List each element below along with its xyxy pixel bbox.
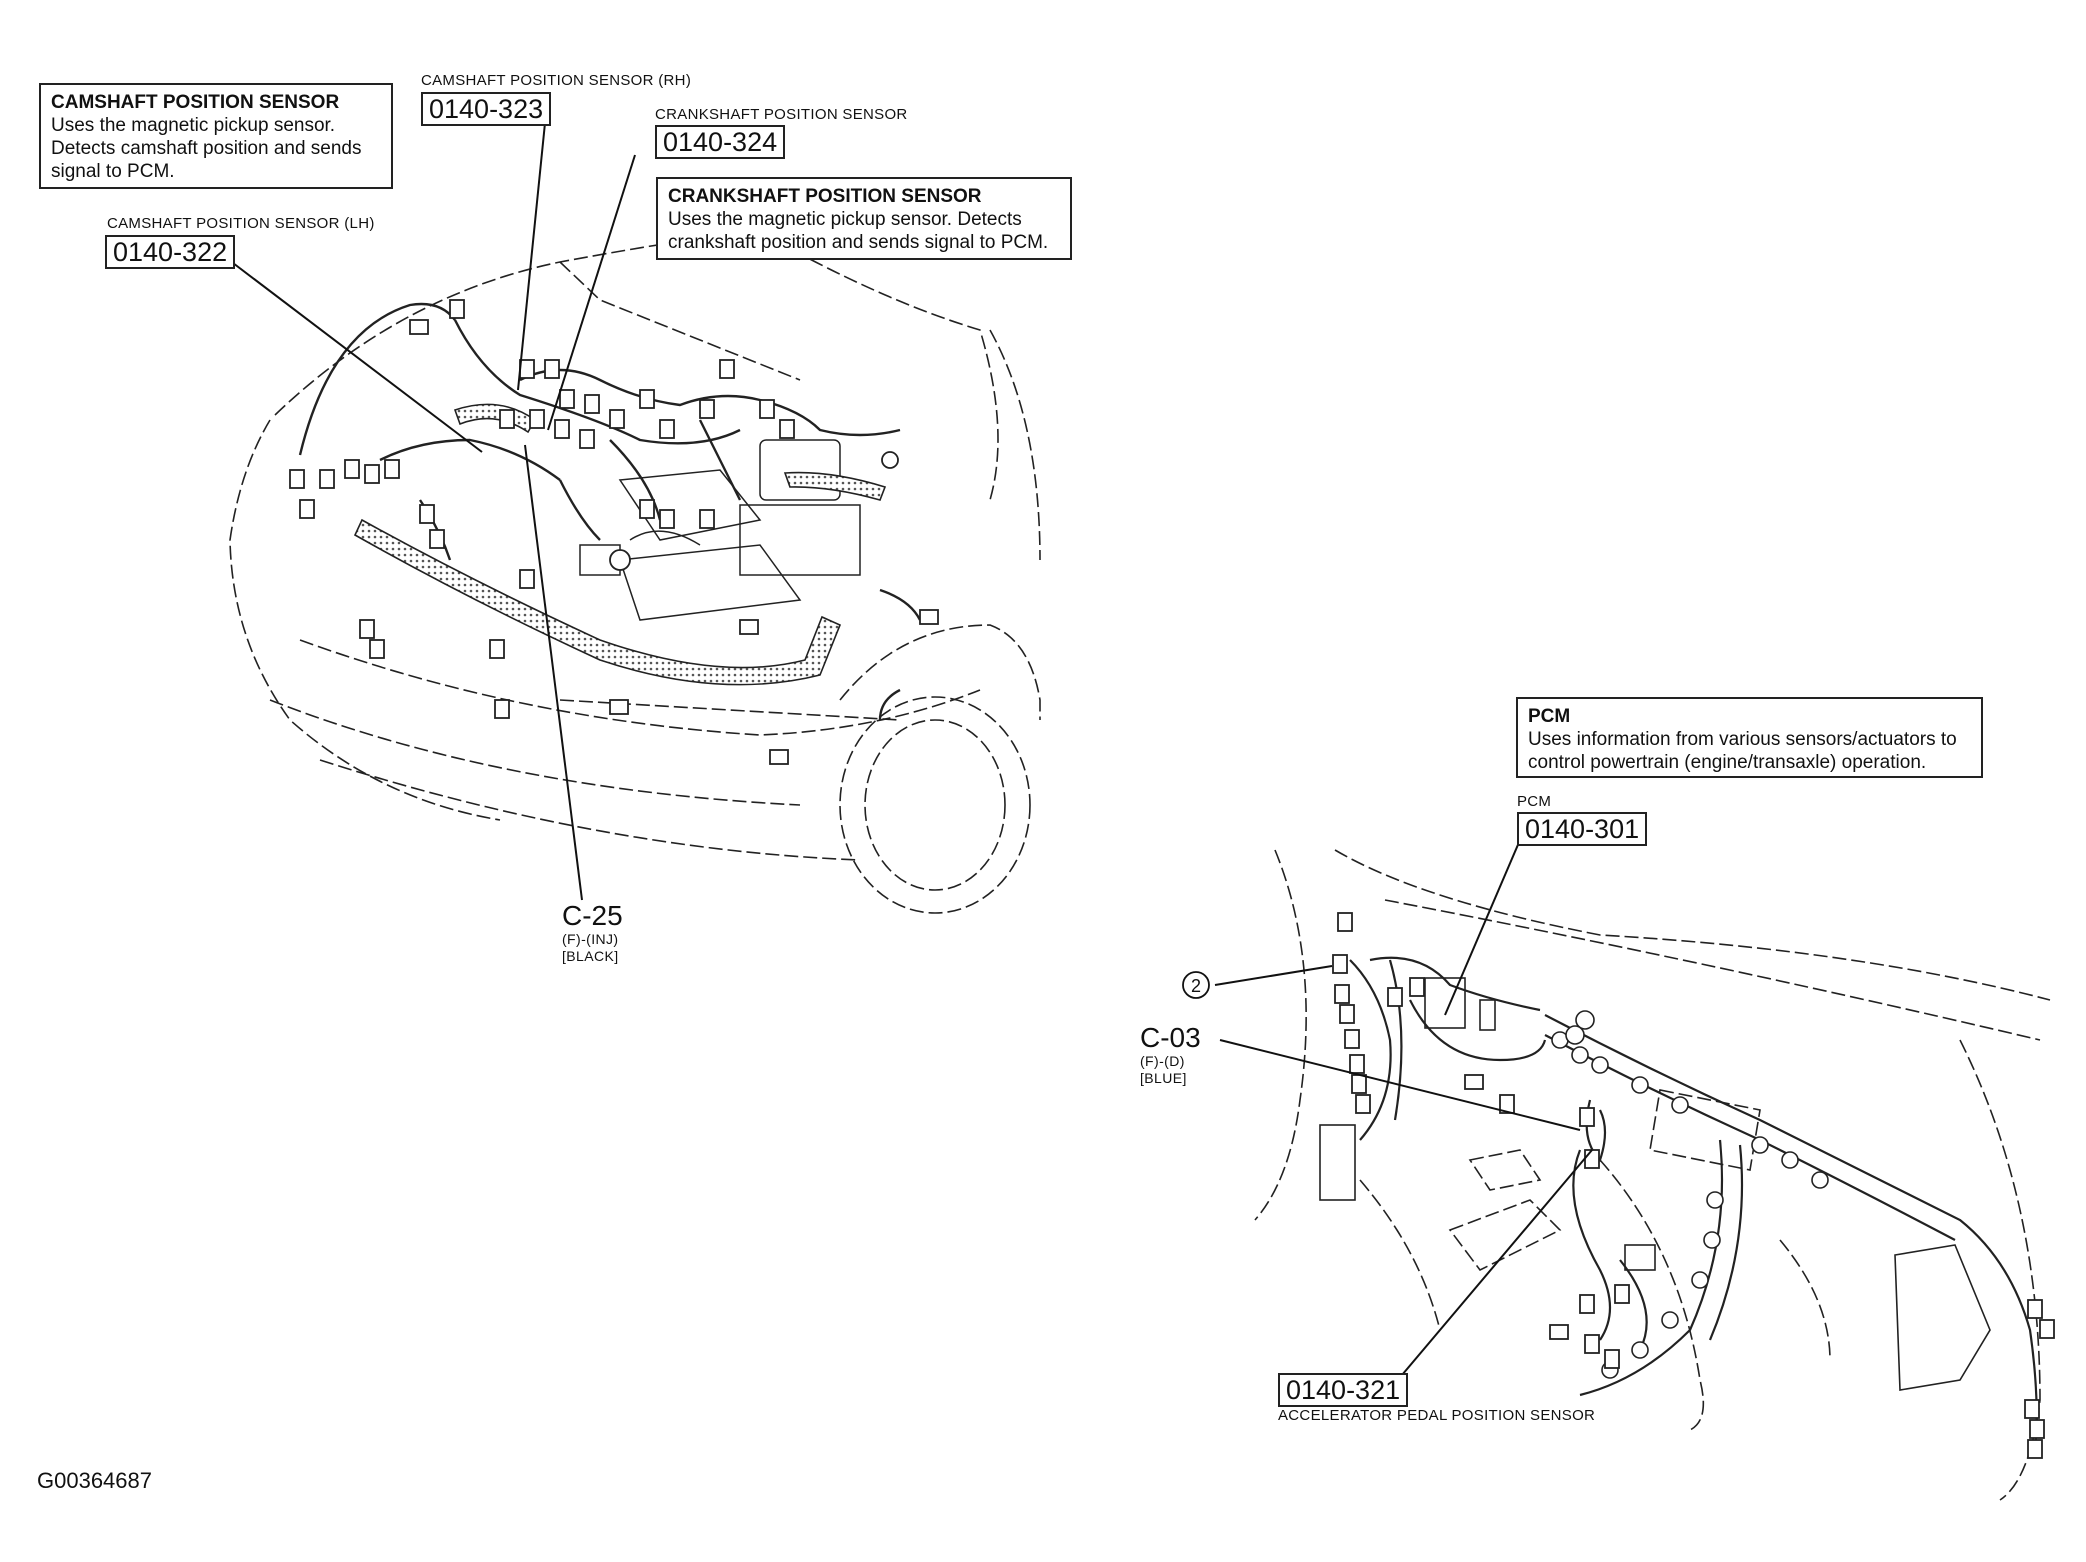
crankshaft-sensor-box-title: CRANKSHAFT POSITION SENSOR — [668, 186, 982, 207]
camshaft-sensor-description-box: CAMSHAFT POSITION SENSOR Uses the magnet… — [39, 83, 393, 189]
connector-c03-label: C-03 (F)-(D) [BLUE] — [1140, 1023, 1201, 1087]
accelerator-pedal-caption: ACCELERATOR PEDAL POSITION SENSOR — [1278, 1407, 1596, 1424]
crankshaft-caption: CRANKSHAFT POSITION SENSOR — [655, 106, 908, 123]
dashboard-harness — [1349, 956, 2038, 1451]
camshaft-rh-code: 0140-323 — [421, 92, 552, 126]
connector-c03-color: [BLUE] — [1140, 1070, 1187, 1086]
crankshaft-sensor-description-box: CRANKSHAFT POSITION SENSOR Uses the magn… — [656, 177, 1072, 260]
callout-circle-number: 2 — [1191, 976, 1201, 996]
camshaft-sensor-box-title: CAMSHAFT POSITION SENSOR — [51, 92, 340, 113]
engine-connector-blocks — [289, 299, 939, 765]
crankshaft-code: 0140-324 — [655, 125, 786, 159]
pcm-code: 0140-301 — [1517, 812, 1648, 846]
dashboard-components — [1319, 977, 1991, 1391]
connector-c25-label: C-25 (F)-(INJ) [BLACK] — [562, 901, 623, 965]
crankshaft-sensor-box-text: Uses the magnetic pickup sensor. Detects… — [668, 209, 1049, 253]
camshaft-sensor-box-text: Uses the magnetic pickup sensor. Detects… — [51, 115, 362, 182]
callout-circle-marker: 2 — [1182, 971, 1210, 999]
leader-lines — [232, 122, 1593, 1376]
pcm-description-box: PCM Uses information from various sensor… — [1516, 697, 1983, 778]
connector-c25-color: [BLACK] — [562, 948, 619, 964]
connector-c25-type: (F)-(INJ) — [562, 931, 619, 947]
figure-id: G00364687 — [37, 1468, 152, 1493]
engine-bay-illustration — [229, 231, 1041, 914]
dashboard-harness-beads — [1551, 1010, 1829, 1379]
connector-c03-id: C-03 — [1140, 1022, 1201, 1053]
pcm-box-text: Uses information from various sensors/ac… — [1528, 729, 1957, 773]
camshaft-lh-code: 0140-322 — [105, 235, 236, 269]
pcm-box-title: PCM — [1528, 706, 1571, 727]
connector-c25-id: C-25 — [562, 900, 623, 931]
pcm-caption: PCM — [1517, 793, 1552, 810]
engine-components — [579, 439, 861, 621]
engine-harness-shaded — [353, 403, 887, 686]
camshaft-lh-caption: CAMSHAFT POSITION SENSOR (LH) — [107, 215, 375, 232]
camshaft-rh-caption: CAMSHAFT POSITION SENSOR (RH) — [421, 72, 692, 89]
dashboard-connector-blocks — [1332, 912, 2055, 1459]
accelerator-pedal-code: 0140-321 — [1278, 1373, 1409, 1407]
dashboard-illustration — [1254, 849, 2051, 1501]
connector-c03-type: (F)-(D) — [1140, 1053, 1185, 1069]
